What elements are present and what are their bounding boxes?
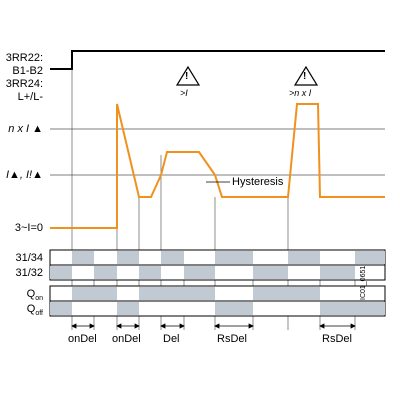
relay-block-31-34-32 [49, 249, 386, 281]
relay-3134-label: 31/34 [15, 252, 43, 264]
timing-label-ondel-2: onDel [112, 333, 141, 345]
supply-voltage-line [50, 50, 385, 70]
timing-arrows [71, 323, 356, 329]
timing-label-del: Del [163, 333, 180, 345]
timing-label-rsdel-1: RsDel [217, 333, 247, 345]
relay-3132-label: 31/32 [15, 267, 43, 279]
supply-label-line1: 3RR22: [5, 52, 43, 64]
zero-current-label: 3~I=0 [14, 222, 43, 234]
supply-label-line4: L+/L- [17, 91, 43, 103]
relay-block-q [49, 285, 386, 317]
warning-symbol-2: ! [303, 71, 307, 82]
q-off-sub: off [35, 310, 43, 318]
q-on-sub: on [35, 295, 43, 303]
figure-code: IC01_0651 [360, 265, 367, 300]
timing-label-ondel-1: onDel [68, 333, 97, 345]
warning-caption-2: >n x I [289, 88, 312, 98]
warning-triangle-2 [293, 65, 319, 86]
warning-triangle-1 [175, 65, 201, 86]
warning-symbol-1: ! [185, 71, 189, 82]
i-threshold-label: I▲, I!▲ [5, 169, 43, 181]
timing-label-rsdel-2: RsDel [322, 333, 352, 345]
q-off-label: Qoff [27, 303, 43, 320]
n-x-i-label: n x I ▲ [8, 123, 43, 135]
q-on-main: Q [26, 288, 36, 300]
hysteresis-label: Hysteresis [232, 176, 284, 188]
q-on-label: Qon [27, 288, 43, 305]
supply-label-line2: B1-B2 [12, 65, 43, 77]
supply-label-line3: 3RR24: [5, 78, 43, 90]
q-off-main: Q [26, 303, 36, 315]
warning-caption-1: >I [180, 88, 188, 98]
current-signal-line [50, 103, 385, 229]
